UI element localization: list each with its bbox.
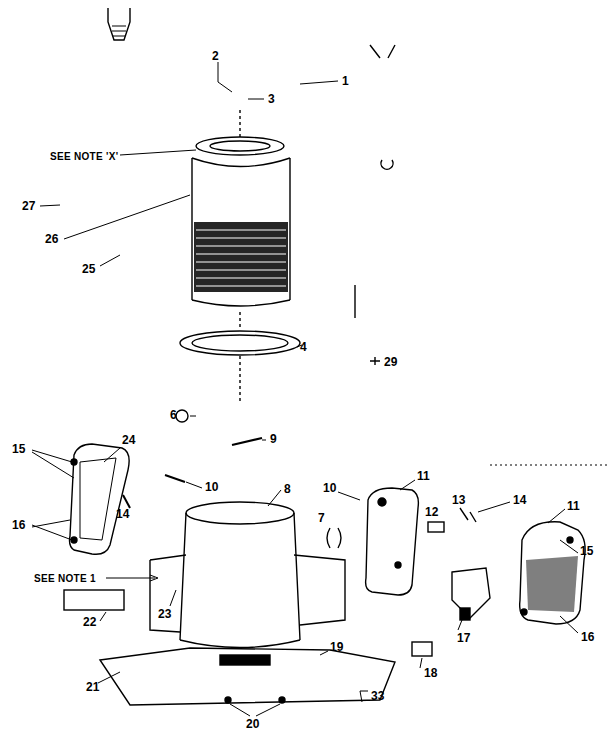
callout-number: 15	[580, 545, 593, 558]
callout-number: 26	[45, 233, 58, 246]
callout-number: 16	[581, 631, 594, 644]
callout-number: 20	[246, 718, 259, 731]
callout-number: 9	[270, 433, 277, 446]
callout-number: 2	[212, 50, 219, 63]
callout-number: 11	[567, 500, 580, 513]
callout-number: 7	[318, 512, 325, 525]
callout-number: 12	[425, 506, 438, 519]
callout-number: 33	[371, 690, 384, 703]
callout-number: 24	[122, 434, 135, 447]
callout-number: 17	[457, 632, 470, 645]
callout-number: 25	[82, 263, 95, 276]
callout-number: 27	[22, 200, 35, 213]
callout-number: 10	[323, 482, 336, 495]
note-text: SEE NOTE 1	[34, 572, 96, 585]
callout-number: 23	[158, 608, 171, 621]
callout-number: 13	[452, 494, 465, 507]
callout-number: 14	[116, 508, 129, 521]
callout-number: 8	[284, 483, 291, 496]
callout-number: 3	[268, 93, 275, 106]
callout-number: 18	[424, 667, 437, 680]
note-text: SEE NOTE 'X'	[50, 150, 118, 163]
callout-number: 19	[330, 641, 343, 654]
callout-number: 16	[12, 519, 25, 532]
callout-number: 4	[300, 341, 307, 354]
callout-number: 22	[83, 616, 96, 629]
callout-number: 21	[86, 681, 99, 694]
callout-number: 29	[384, 356, 397, 369]
callout-number: 10	[205, 481, 218, 494]
callout-number: 1	[342, 75, 349, 88]
callout-number: 14	[513, 494, 526, 507]
callout-number: 11	[417, 470, 430, 483]
callout-number: 15	[12, 443, 25, 456]
callout-number: 6	[170, 409, 177, 422]
